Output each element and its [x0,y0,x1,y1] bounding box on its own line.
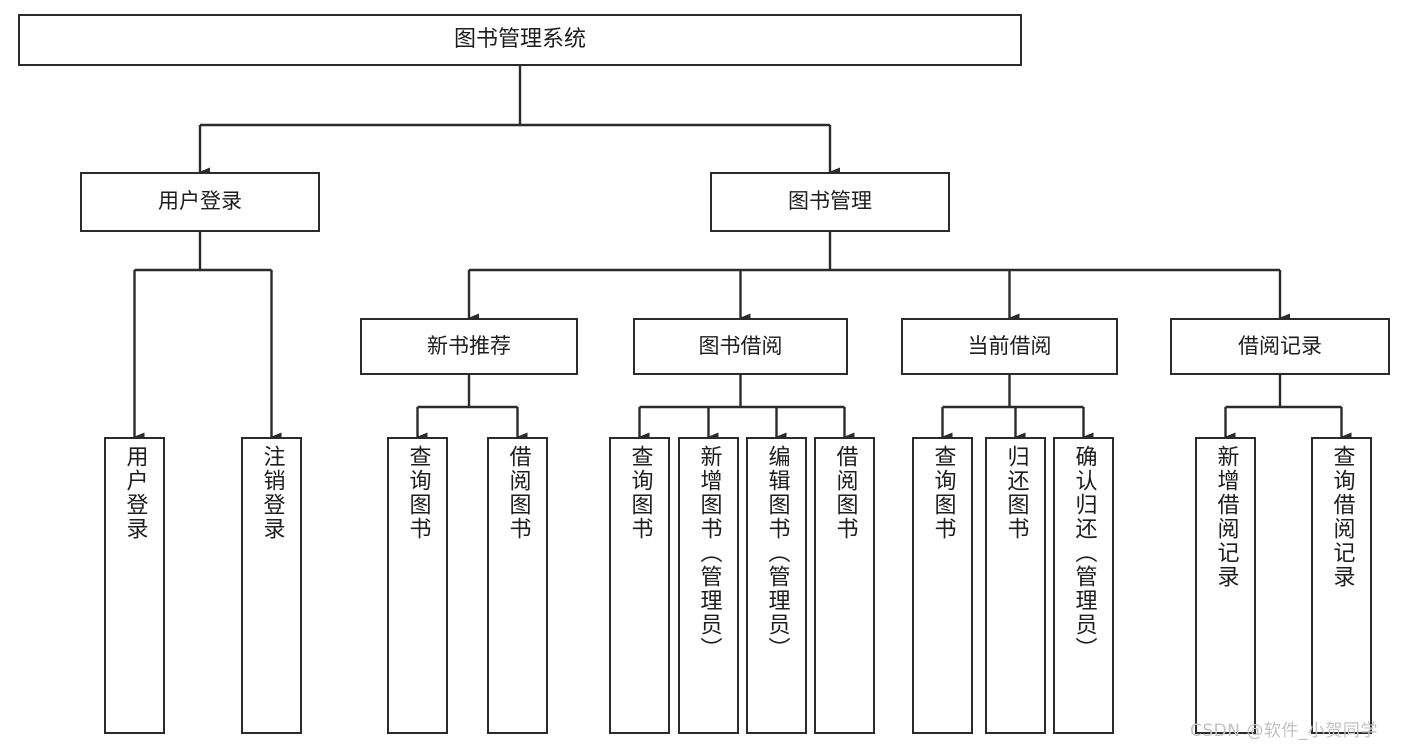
node-label: 图书管理 [788,189,872,214]
node-label: 新增图书（管理员） [696,445,722,661]
node-root[interactable]: 图书管理系统 [18,14,1022,66]
node-leaf-user-login[interactable]: 用户登录 [104,437,165,734]
node-book-mgmt[interactable]: 图书管理 [710,172,950,232]
node-label: 借阅图书 [505,445,531,541]
node-label: 用户登录 [158,189,242,214]
node-label: 当前借阅 [967,333,1052,358]
node-user-login[interactable]: 用户登录 [80,172,320,232]
node-current-borrow[interactable]: 当前借阅 [901,318,1118,375]
node-label: 查询图书 [405,445,431,541]
node-label: 查询图书 [930,445,956,541]
node-label: 借阅图书 [832,445,858,541]
node-label: 归还图书 [1003,445,1029,541]
node-label: 查询借阅记录 [1329,445,1355,589]
node-label: 确认归还（管理员） [1071,445,1097,661]
node-leaf-add-book[interactable]: 新增图书（管理员） [678,437,739,734]
node-label: 借阅记录 [1238,333,1322,358]
node-label: 新书推荐 [427,333,511,358]
node-leaf-edit-book[interactable]: 编辑图书（管理员） [746,437,807,734]
node-leaf-borrow-book-1[interactable]: 借阅图书 [487,437,548,734]
node-label: 用户登录 [122,445,148,541]
node-leaf-query-book-1[interactable]: 查询图书 [387,437,448,734]
node-leaf-query-book-2[interactable]: 查询图书 [609,437,670,734]
node-new-book-rec[interactable]: 新书推荐 [360,318,578,375]
node-leaf-return-book[interactable]: 归还图书 [985,437,1046,734]
node-label: 查询图书 [627,445,653,541]
node-leaf-borrow-book-2[interactable]: 借阅图书 [814,437,875,734]
node-label: 图书管理系统 [453,27,586,53]
node-label: 编辑图书（管理员） [764,445,790,661]
node-label: 注销登录 [259,445,285,541]
node-leaf-confirm-return[interactable]: 确认归还（管理员） [1053,437,1114,734]
node-book-borrow[interactable]: 图书借阅 [633,318,848,375]
node-leaf-add-record[interactable]: 新增借阅记录 [1195,437,1256,734]
node-label: 新增借阅记录 [1213,445,1239,589]
node-leaf-query-book-3[interactable]: 查询图书 [912,437,973,734]
node-borrow-record[interactable]: 借阅记录 [1170,318,1390,375]
node-label: 图书借阅 [698,333,783,358]
node-leaf-query-record[interactable]: 查询借阅记录 [1311,437,1372,734]
node-leaf-user-logout[interactable]: 注销登录 [241,437,302,734]
